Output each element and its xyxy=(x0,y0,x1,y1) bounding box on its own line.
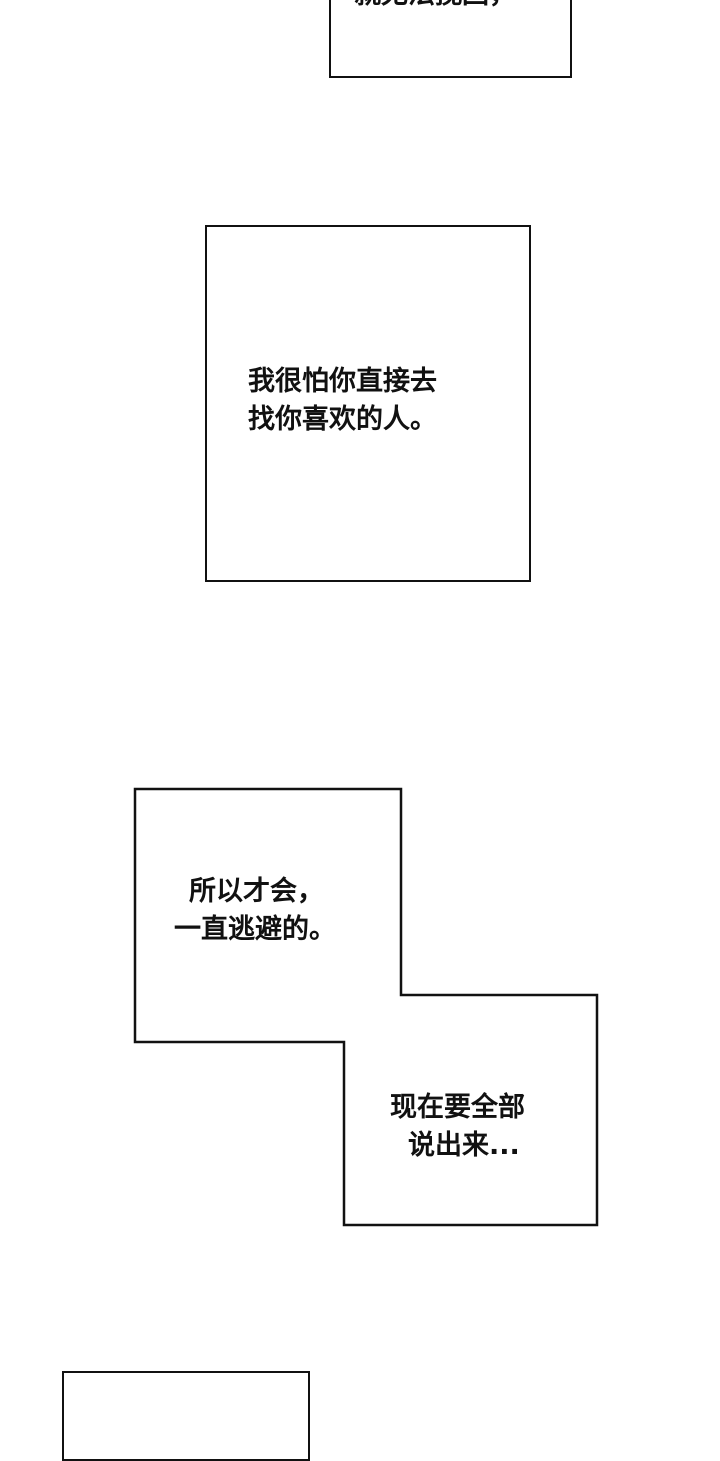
caption-text-1: 就无法挽回， xyxy=(354,0,516,14)
caption-text-3-line-2: 一直逃避的。 xyxy=(174,914,336,945)
caption-text-4-line-2: 说出来... xyxy=(408,1130,520,1161)
caption-text-2-line-2: 找你喜欢的人。 xyxy=(248,404,437,435)
caption-box-1 xyxy=(329,0,572,78)
caption-box-2 xyxy=(205,225,531,582)
caption-text-3-line-1: 所以才会， xyxy=(189,876,324,907)
caption-box-5 xyxy=(62,1371,310,1461)
caption-text-4-line-1: 现在要全部 xyxy=(390,1092,525,1123)
caption-text-2-line-1: 我很怕你直接去 xyxy=(248,366,437,397)
